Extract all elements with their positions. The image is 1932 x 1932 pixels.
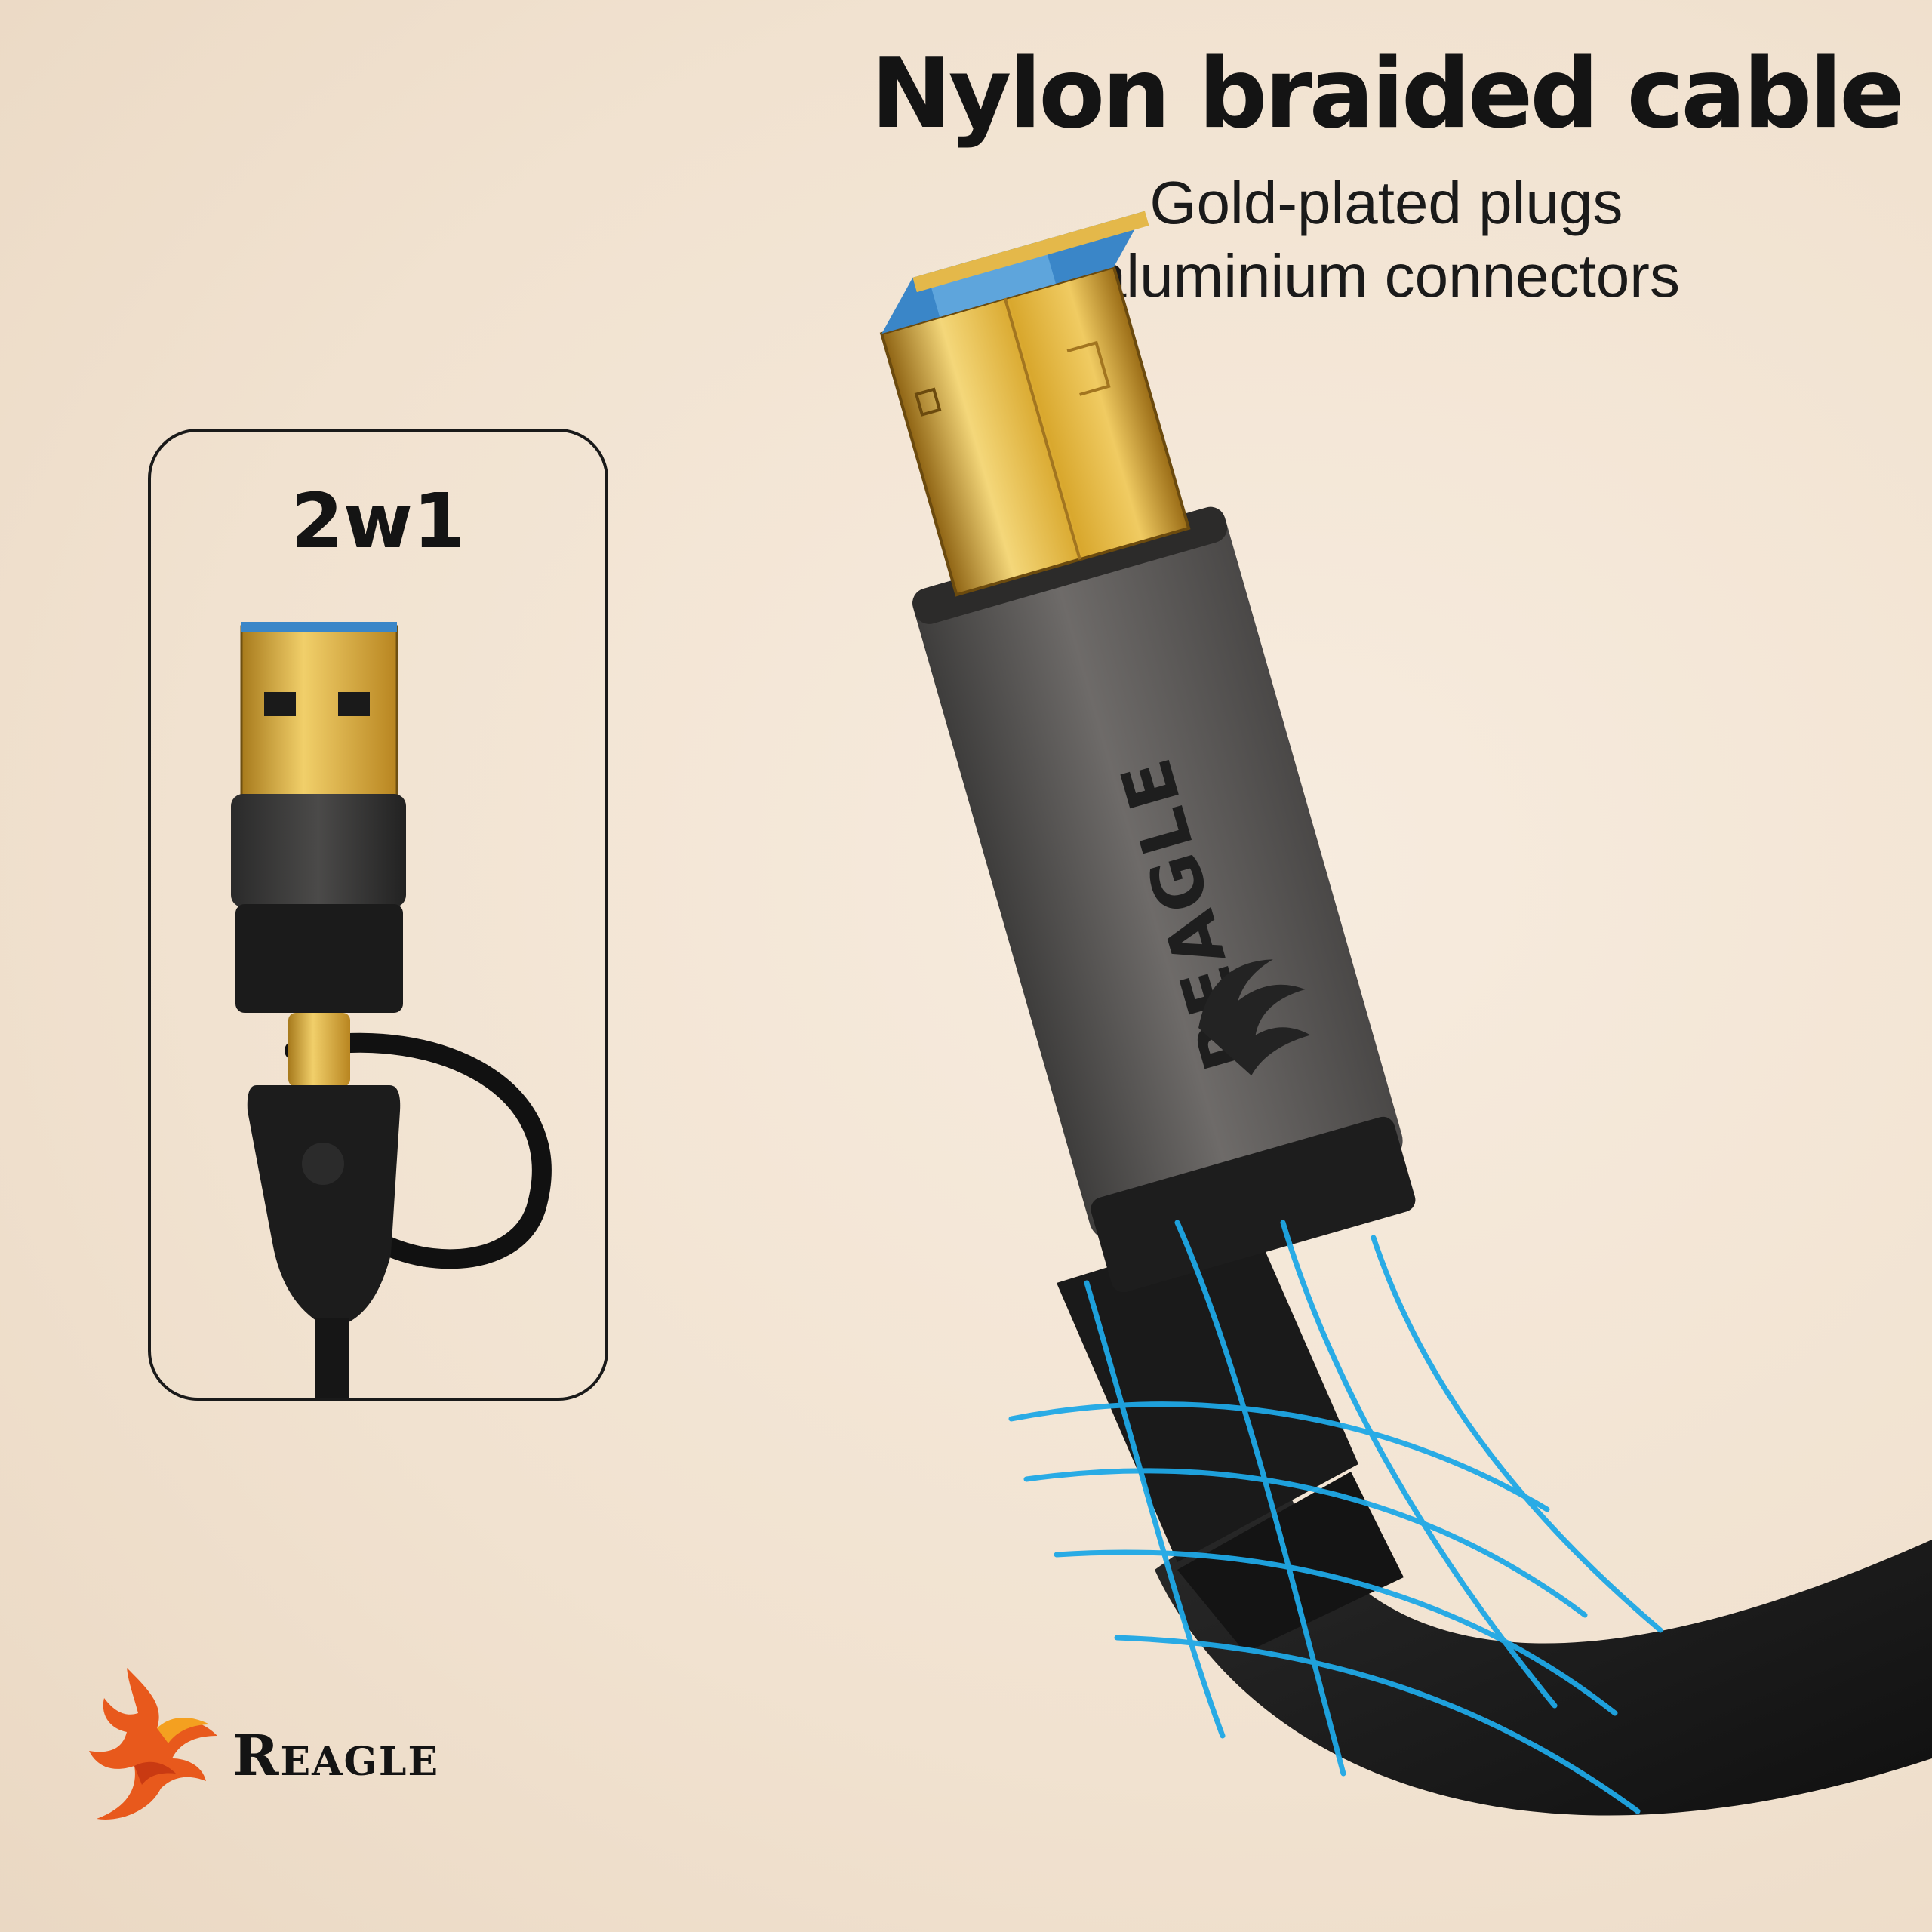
inset-label: 2w1 xyxy=(291,477,466,565)
phoenix-logo-icon xyxy=(89,1668,217,1820)
headline: Nylon braided cable Gold-plated plugs al… xyxy=(870,38,1905,313)
two-in-one-inset: 2w1 xyxy=(148,429,608,1401)
usb-b-connector-icon: REAGLE xyxy=(879,211,1932,1816)
subtitle-line-1: Gold-plated plugs xyxy=(1149,168,1623,236)
brand-name: Reagle xyxy=(232,1724,440,1789)
headline-subtitle: Gold-plated plugs aluminium connectors xyxy=(871,166,1902,313)
subtitle-line-2: aluminium connectors xyxy=(1092,242,1680,310)
headline-title: Nylon braided cable xyxy=(870,38,1905,150)
brand-logo: Reagle xyxy=(82,1660,534,1826)
engraved-logo-icon xyxy=(1198,959,1311,1076)
flex-lines-icon xyxy=(1008,1220,1663,1814)
usb-a-usb-c-adapter-icon xyxy=(231,622,552,1398)
